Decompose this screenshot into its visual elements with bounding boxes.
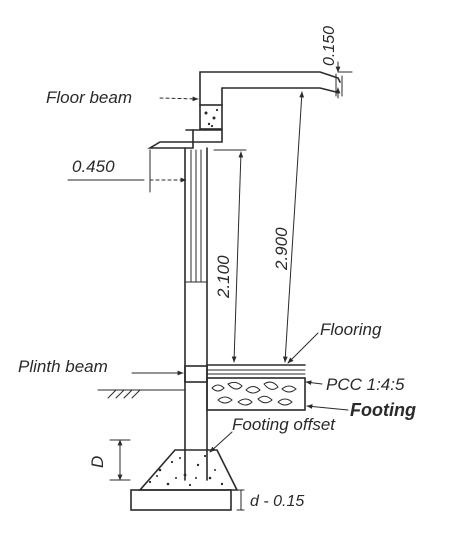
footing-leader xyxy=(306,404,349,411)
dimension-d xyxy=(109,439,131,481)
dimension-2100 xyxy=(213,149,247,363)
dimension-2900 xyxy=(282,91,305,363)
depth-symbol: D xyxy=(88,456,107,468)
floor-beam xyxy=(199,104,223,130)
footing-label: Footing xyxy=(350,400,416,420)
projection-value: 0.450 xyxy=(72,157,115,176)
footing-offset-label: Footing offset xyxy=(232,415,336,434)
dimension-0150 xyxy=(335,61,353,99)
roof-slab xyxy=(199,71,343,106)
dimension-offset xyxy=(236,489,245,511)
plinth-beam-label: Plinth beam xyxy=(18,357,108,376)
floor-layers xyxy=(206,364,306,411)
slab-thickness-value: 0.150 xyxy=(321,26,338,66)
dimension-0450 xyxy=(67,149,187,193)
sunshade xyxy=(147,129,223,149)
floor-height-value: 2.900 xyxy=(272,227,291,271)
wall xyxy=(184,147,208,481)
ground-line xyxy=(97,389,186,399)
flooring-label: Flooring xyxy=(320,320,382,339)
offset-depth-value: d - 0.15 xyxy=(250,493,304,510)
pcc-label: PCC 1:4:5 xyxy=(326,375,405,394)
floor-beam-label: Floor beam xyxy=(46,88,132,107)
flooring-leader xyxy=(287,332,319,364)
pcc-leader xyxy=(305,380,323,386)
footing-offset-leader xyxy=(209,431,233,453)
floor-beam-leader xyxy=(159,96,199,102)
window-height-value: 2.100 xyxy=(214,255,233,299)
footing xyxy=(130,449,239,511)
